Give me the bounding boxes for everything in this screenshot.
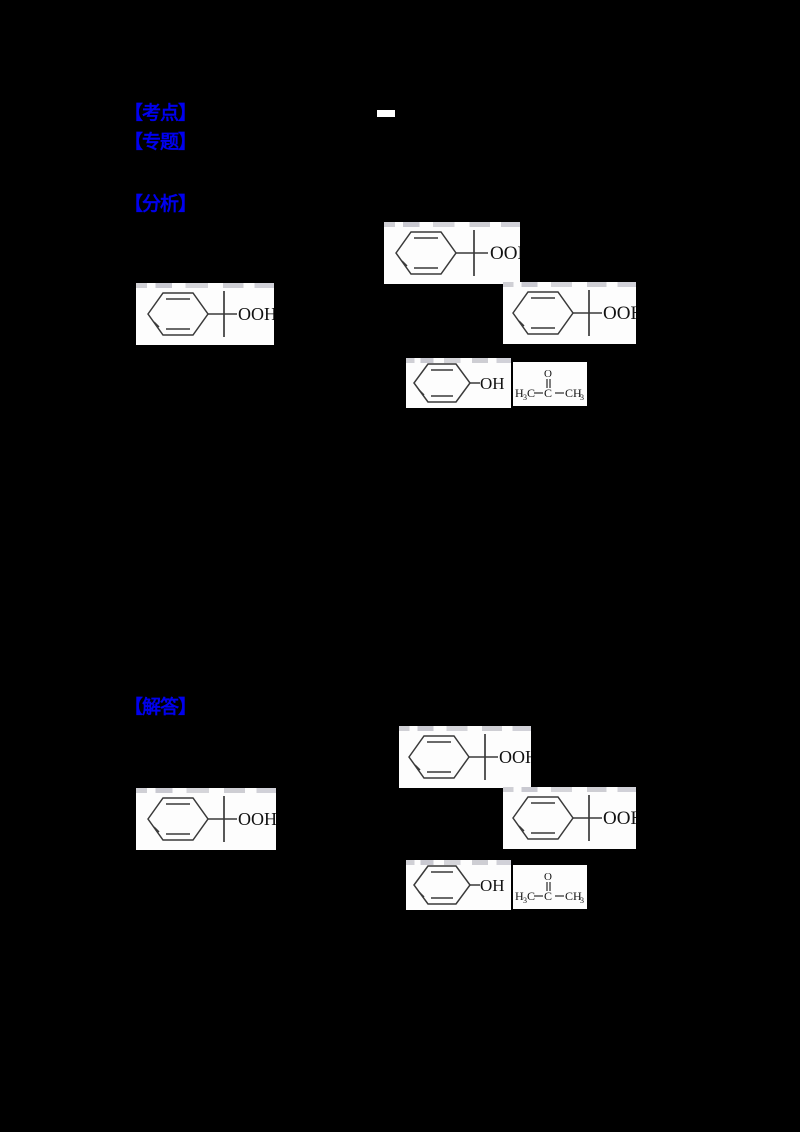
svg-text:3: 3 (523, 393, 527, 402)
cumene-hydroperoxide-diagram: OOH (512, 290, 636, 336)
scan-noise-band (503, 282, 636, 287)
scan-noise-band (406, 358, 511, 363)
section-label-kaodian: 【考点】 (124, 102, 197, 124)
svg-text:3: 3 (580, 393, 584, 402)
svg-text:CH: CH (565, 889, 582, 903)
svg-text:OOH: OOH (603, 808, 636, 829)
section-label-fenxi: 【分析】 (124, 193, 197, 215)
svg-text:OH: OH (480, 374, 505, 393)
svg-text:C: C (527, 889, 535, 903)
svg-text:O: O (544, 871, 552, 883)
structure-panel-cumene-hydroperoxide-2: OOH (384, 222, 520, 284)
svg-text:3: 3 (523, 896, 527, 905)
svg-text:3: 3 (580, 896, 584, 905)
structure-panel-cumene-hydroperoxide-5: OOH (399, 726, 531, 788)
svg-text:OOH: OOH (499, 747, 531, 767)
cumene-hydroperoxide-diagram: OOH (512, 795, 636, 841)
cumene-hydroperoxide-diagram: OOH (395, 230, 520, 276)
svg-text:O: O (544, 368, 552, 380)
phenol-diagram: OH (413, 865, 505, 905)
scan-noise-band (503, 787, 636, 792)
svg-text:OH: OH (480, 876, 505, 895)
svg-text:CH: CH (565, 386, 582, 400)
scan-noise-band (406, 860, 511, 865)
svg-text:OOH: OOH (238, 304, 274, 324)
scan-noise-band (136, 788, 276, 793)
svg-text:OOH: OOH (490, 243, 520, 264)
section-label-jieda: 【解答】 (124, 696, 197, 718)
structure-panel-acetone-1: O H 3 C C CH 3 (513, 362, 587, 406)
cumene-hydroperoxide-diagram: OOH (147, 291, 274, 337)
structure-panel-cumene-hydroperoxide-4: OOH (136, 788, 276, 850)
acetone-diagram: O H 3 C C CH 3 (515, 368, 584, 402)
structure-panel-cumene-hydroperoxide-3: OOH (503, 282, 636, 344)
svg-text:H: H (515, 889, 524, 903)
svg-text:C: C (544, 889, 552, 903)
phenol-diagram: OH (413, 363, 505, 403)
svg-text:C: C (527, 386, 535, 400)
svg-text:OOH: OOH (238, 809, 276, 829)
section-label-zhuanti: 【专题】 (124, 131, 197, 153)
svg-text:H: H (515, 386, 524, 400)
cumene-hydroperoxide-diagram: OOH (147, 796, 276, 842)
scan-noise-band (399, 726, 531, 731)
scan-noise-band (136, 283, 274, 288)
cumene-hydroperoxide-diagram: OOH (408, 734, 531, 780)
acetone-diagram: O H 3 C C CH 3 (515, 871, 584, 905)
svg-text:OOH: OOH (603, 303, 636, 324)
structure-panel-phenol-1: OH (406, 358, 511, 408)
structure-panel-acetone-2: O H 3 C C CH 3 (513, 865, 587, 909)
structure-panel-cumene-hydroperoxide-6: OOH (503, 787, 636, 849)
structure-panel-cumene-hydroperoxide-1: OOH (136, 283, 274, 345)
structure-panel-phenol-2: OH (406, 860, 511, 910)
svg-text:C: C (544, 386, 552, 400)
scan-noise-band (384, 222, 520, 227)
scan-artifact-mark (377, 110, 395, 117)
